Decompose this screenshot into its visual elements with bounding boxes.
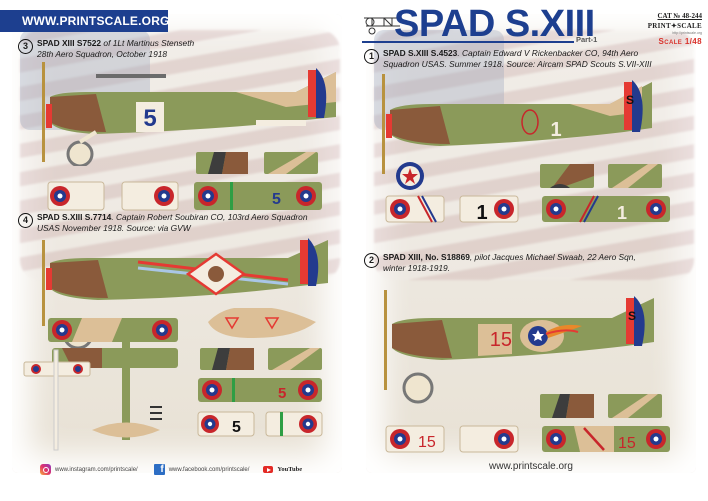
svg-text:1: 1	[617, 203, 627, 223]
profile-number: 1	[364, 49, 379, 64]
flag-background	[374, 30, 694, 280]
youtube-link[interactable]: YouTube	[277, 466, 303, 473]
profile-number: 2	[364, 253, 379, 268]
svg-text:1: 1	[476, 202, 487, 224]
svg-text:15: 15	[490, 329, 512, 351]
facebook-icon[interactable]: f	[153, 464, 165, 475]
profile-title: SPAD S.XIII S.4523	[383, 48, 458, 58]
profile-description: winter 1918-1919.	[383, 263, 451, 273]
instagram-link[interactable]: www.instagram.com/printscale/	[55, 466, 138, 473]
facebook-link[interactable]: www.facebook.com/printscale/	[168, 466, 250, 473]
aircraft-profile-1: S 1	[382, 74, 652, 190]
svg-text:5: 5	[232, 419, 241, 436]
instagram-icon[interactable]	[40, 464, 51, 475]
wing-roundel-panels-profile-3: 5	[47, 181, 322, 211]
profile-number: 4	[18, 213, 33, 228]
profile-number: 3	[18, 39, 33, 54]
svg-text:1: 1	[550, 119, 561, 141]
wing-camo-panels-profile-2	[540, 394, 662, 418]
profile-title: SPAD XIII S7522	[37, 38, 102, 48]
profile-description: 28th Aero Squadron, October 1918	[37, 49, 168, 59]
profile-4-caption: 4 SPAD S.XIII S.7714. Captain Robert Sou…	[18, 212, 352, 234]
social-links: www.instagram.com/printscale/ f www.face…	[40, 464, 302, 475]
svg-text:5: 5	[278, 385, 286, 402]
title-underline	[362, 41, 574, 43]
wing-roundel-panels-profile-2: 15 15	[385, 425, 670, 453]
decal-sheet-right: SPAD S.XIII Part-1 CAT № 48-244 PRINT✦SC…	[354, 0, 708, 501]
decal-sheet-left: WWW.PRINTSCALE.ORG 3 SPAD XIII S7522 of …	[0, 10, 352, 475]
aircraft-profile-3: 5	[42, 62, 336, 166]
profile-description: USAS November 1918. Source: via GVW	[37, 223, 191, 233]
footer-website-link[interactable]: www.printscale.org	[489, 461, 573, 472]
aircraft-profile-2: 15 S	[384, 290, 654, 404]
profile-3-caption: 3 SPAD XIII S7522 of 1Lt Martinus Stense…	[18, 38, 348, 60]
svg-text:S: S	[628, 309, 636, 323]
brand-url: http://printscale.org	[672, 31, 702, 35]
profile-title: SPAD XIII, No. S18869	[383, 252, 470, 262]
svg-text:5: 5	[143, 105, 156, 132]
profile-subtitle: of 1Lt Martinus Stenseth	[101, 38, 195, 48]
wing-panels-profile-4: 5 5	[197, 308, 323, 437]
svg-text:15: 15	[618, 435, 636, 452]
wing-camo-panels-profile-1	[540, 164, 662, 188]
brand-logo: PRINT✦SCALE	[647, 22, 702, 30]
part-label: Part-1	[576, 35, 598, 44]
profile-subtitle: , pilot Jacques Michael Swaab, 22 Aero S…	[469, 252, 636, 262]
youtube-icon[interactable]	[263, 466, 274, 473]
wing-camo-panels	[196, 152, 318, 174]
catalog-number: CAT № 48-244	[657, 12, 703, 20]
website-banner[interactable]: WWW.PRINTSCALE.ORG	[0, 10, 169, 32]
wing-roundel-panels-profile-1: 1 1	[385, 195, 670, 224]
profile-description: Squadron USAS. Summer 1918. Source: Airc…	[383, 59, 652, 69]
profile-2-caption: 2 SPAD XIII, No. S18869, pilot Jacques M…	[364, 252, 704, 274]
svg-text:15: 15	[418, 434, 436, 451]
profile-title: SPAD S.XIII S.7714	[37, 212, 112, 222]
aircraft-top-view-4	[23, 318, 178, 451]
scale-label: Scale 1/48	[658, 37, 702, 46]
biplane-logo-icon	[364, 17, 400, 35]
profile-subtitle: . Captain Edward V Rickenbacker CO, 94th…	[457, 48, 639, 58]
svg-text:5: 5	[272, 191, 281, 208]
sheet-title: SPAD S.XIII	[394, 3, 595, 45]
profile-subtitle: . Captain Robert Soubiran CO, 103rd Aero…	[111, 212, 308, 222]
profile-1-caption: 1 SPAD S.XIII S.4523. Captain Edward V R…	[364, 48, 704, 70]
svg-text:S: S	[626, 93, 634, 107]
